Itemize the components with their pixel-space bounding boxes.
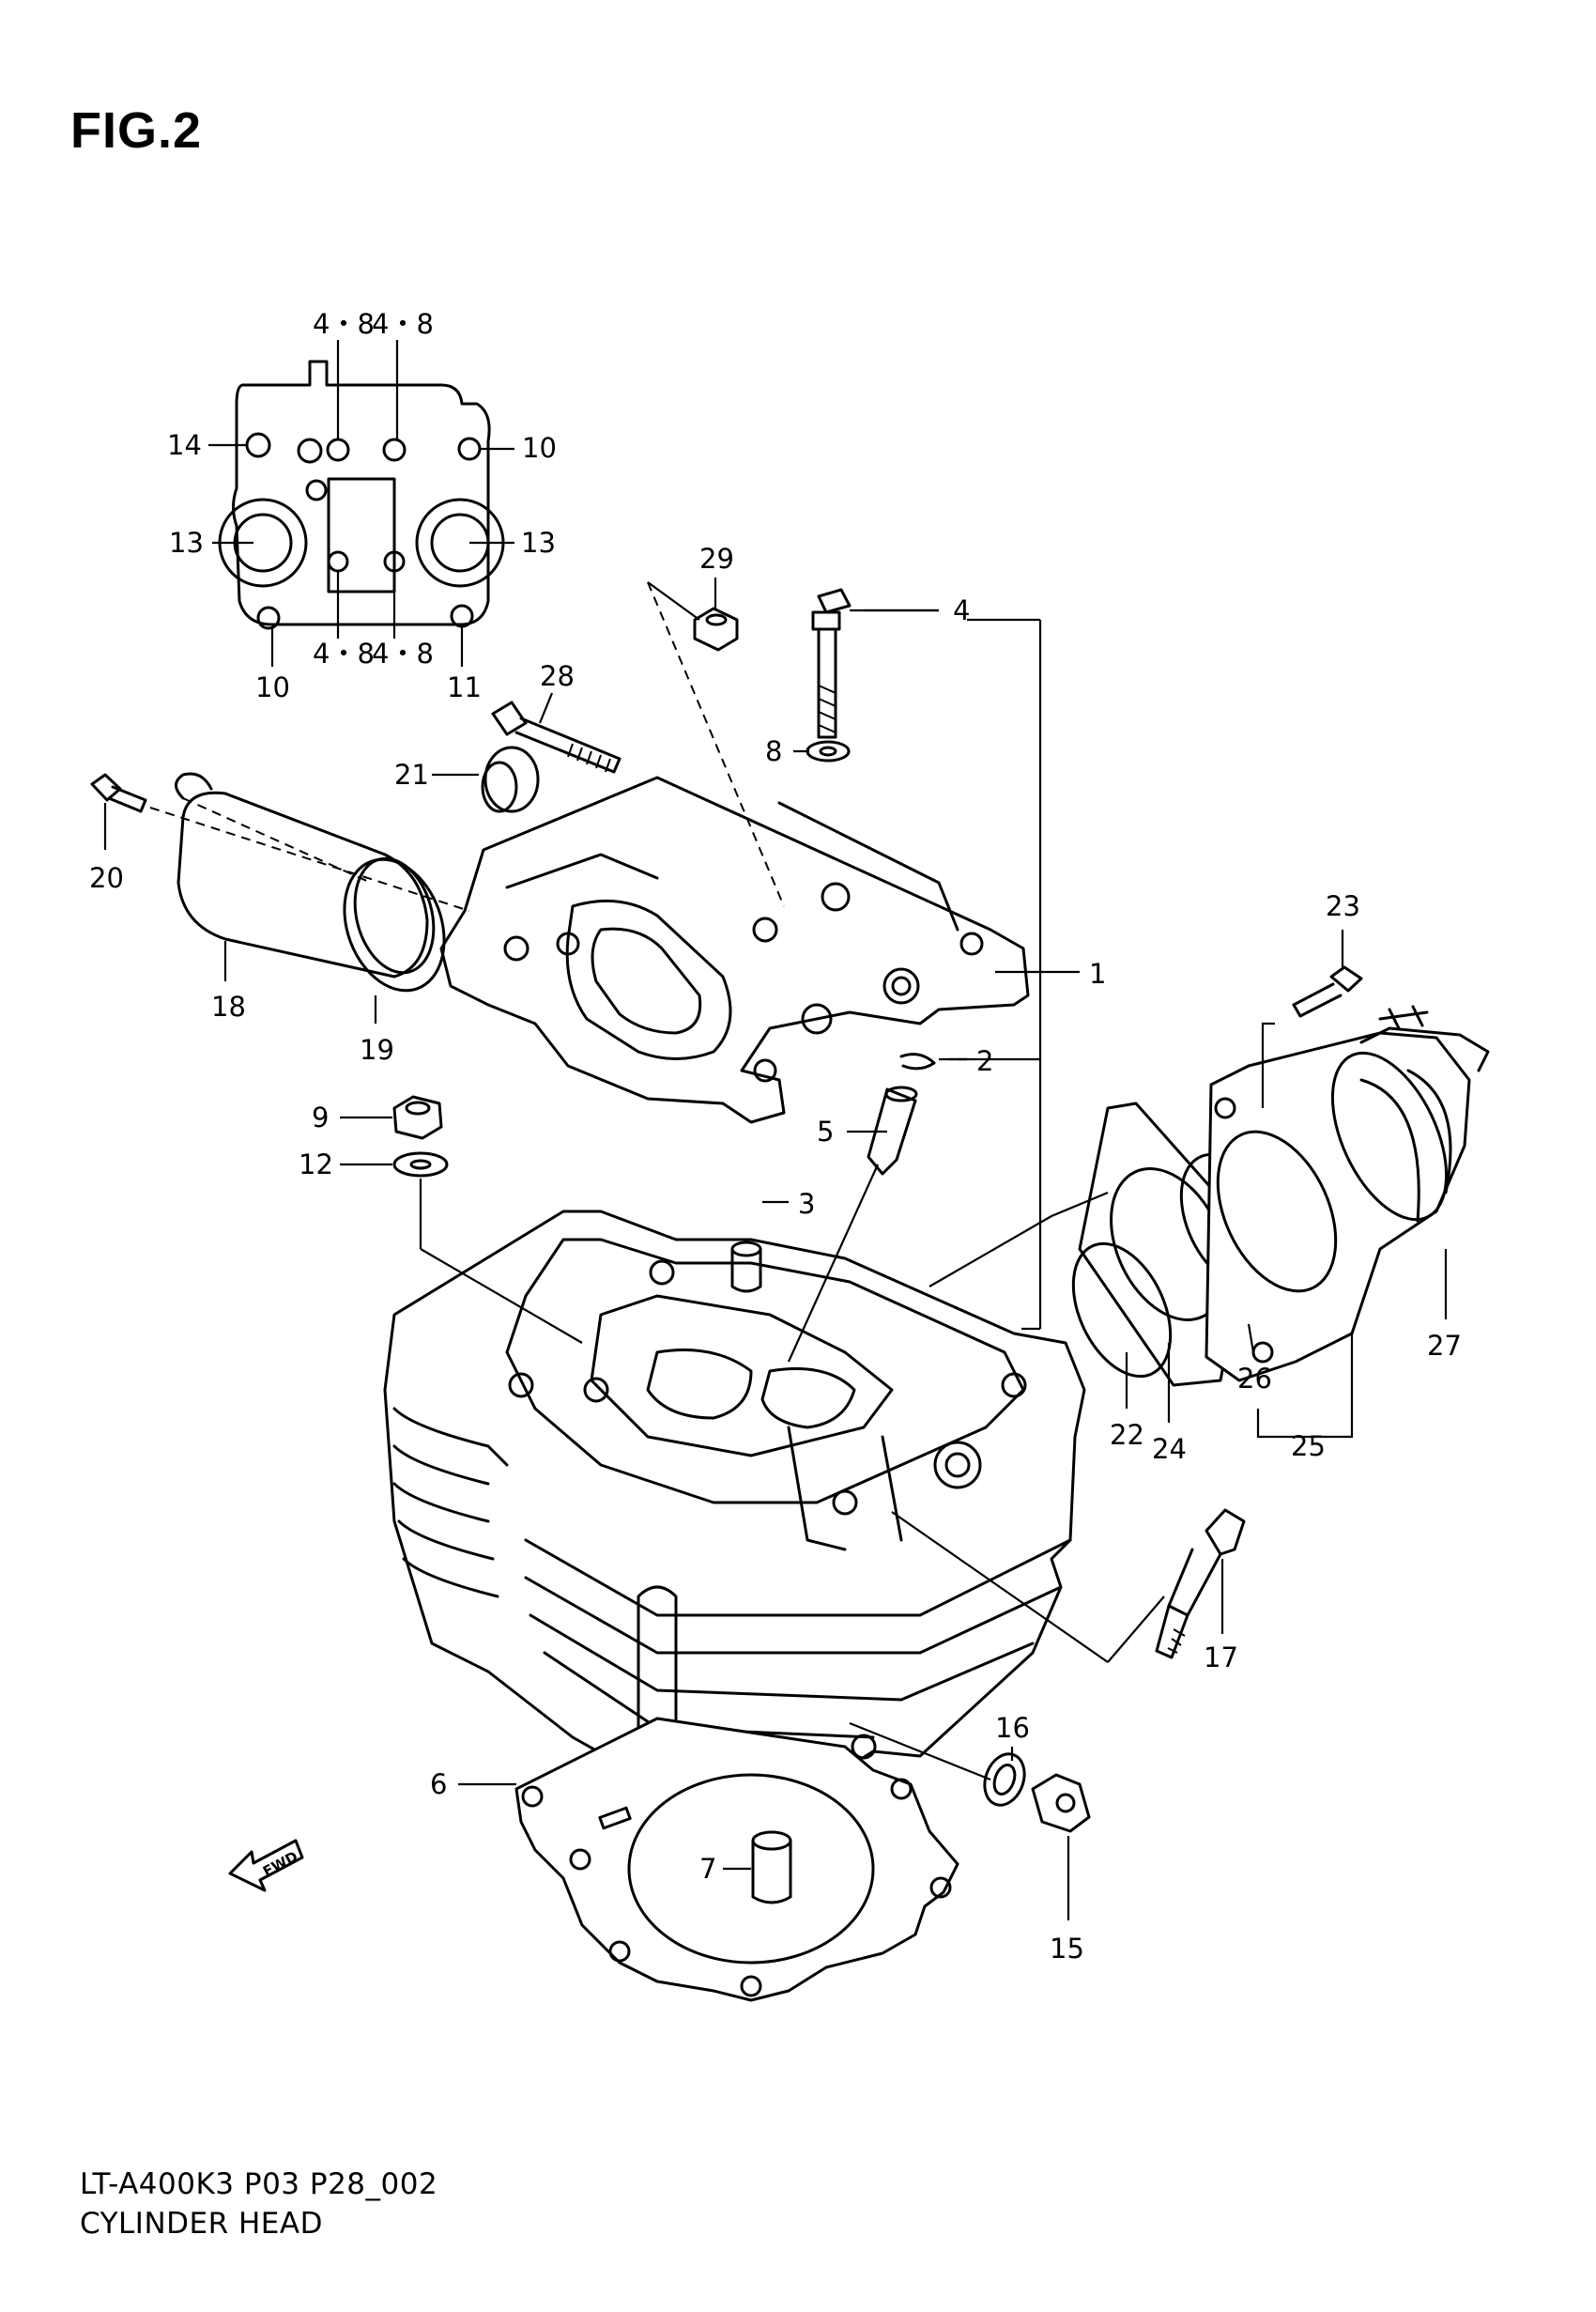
cylinder-head-gasket <box>514 1717 959 2002</box>
washer <box>392 1151 449 1178</box>
callout-2: 2 <box>976 1045 993 1077</box>
inset-callout-4-8: 4・8 <box>372 308 434 340</box>
o-ring <box>343 857 446 993</box>
long-bolt <box>491 701 622 774</box>
figure-code: LT-A400K3 P03 P28_002 <box>80 2167 438 2201</box>
callout-20: 20 <box>89 862 124 894</box>
callout-9: 9 <box>312 1102 329 1133</box>
cylinder-head-bolt <box>811 588 852 739</box>
cylinder-head-cover <box>439 776 1030 1124</box>
forward-arrow-icon: FWD <box>228 1839 304 1892</box>
dowel-pin <box>751 1830 792 1904</box>
callout-28: 28 <box>540 660 575 692</box>
o-ring <box>1071 1241 1173 1379</box>
callout-19: 19 <box>360 1034 394 1066</box>
callout-25: 25 <box>1291 1430 1326 1462</box>
callout-22: 22 <box>1110 1419 1144 1451</box>
callout-1: 1 <box>1089 958 1106 990</box>
callout-3: 3 <box>798 1188 815 1220</box>
inset-callout-13: 13 <box>169 527 204 559</box>
spark-plug <box>1155 1508 1246 1659</box>
inset-callout-13: 13 <box>521 527 556 559</box>
inset-callout-4-8: 4・8 <box>313 308 375 340</box>
plug-seal <box>481 746 540 813</box>
pipe-fitting <box>867 1086 918 1176</box>
callout-16: 16 <box>995 1712 1030 1744</box>
callout-5: 5 <box>817 1116 834 1148</box>
callout-24: 24 <box>1152 1433 1187 1465</box>
washer <box>806 740 851 763</box>
drain-plug <box>1031 1773 1091 1833</box>
cap-nut <box>693 607 739 652</box>
cover-bolt <box>90 773 147 813</box>
inset-callout-4-8: 4・8 <box>372 638 434 670</box>
callout-labels: 1 2 3 4 5 6 7 8 9 12 15 16 17 18 19 20 2… <box>89 543 1462 1965</box>
dowel-pin <box>730 1241 762 1293</box>
nut <box>392 1095 443 1140</box>
intake-bolt <box>1292 965 1363 1018</box>
callout-27: 27 <box>1427 1330 1462 1362</box>
callout-23: 23 <box>1326 890 1360 922</box>
callout-21: 21 <box>394 759 429 791</box>
inset-callout-4-8: 4・8 <box>313 638 375 670</box>
callout-leaders <box>103 578 1448 1920</box>
inset-callout-10: 10 <box>255 671 290 703</box>
cylinder-head <box>383 1210 1086 1781</box>
intake-clamp <box>1359 1005 1490 1072</box>
bolt-order-inset: 4・8 4・8 14 10 13 13 4・8 4・8 10 11 <box>167 308 557 703</box>
figure-name: CYLINDER HEAD <box>80 2207 323 2241</box>
callout-12: 12 <box>299 1148 333 1180</box>
inset-callout-11: 11 <box>447 671 482 703</box>
figure-title: FIG.2 <box>70 102 203 159</box>
callout-15: 15 <box>1050 1933 1084 1965</box>
clip <box>899 1053 936 1071</box>
callout-29: 29 <box>699 543 734 575</box>
callout-26: 26 <box>1237 1363 1272 1395</box>
callout-7: 7 <box>699 1853 716 1885</box>
inset-callout-10: 10 <box>522 432 557 464</box>
callout-8: 8 <box>765 735 782 767</box>
valve-inspection-cap <box>175 772 436 979</box>
inset-callout-14: 14 <box>167 429 202 461</box>
callout-6: 6 <box>430 1768 447 1800</box>
callout-4: 4 <box>953 594 970 626</box>
callout-18: 18 <box>211 991 246 1023</box>
washer <box>983 1752 1026 1807</box>
callout-17: 17 <box>1204 1642 1238 1673</box>
intake-pipe <box>1205 1031 1471 1382</box>
